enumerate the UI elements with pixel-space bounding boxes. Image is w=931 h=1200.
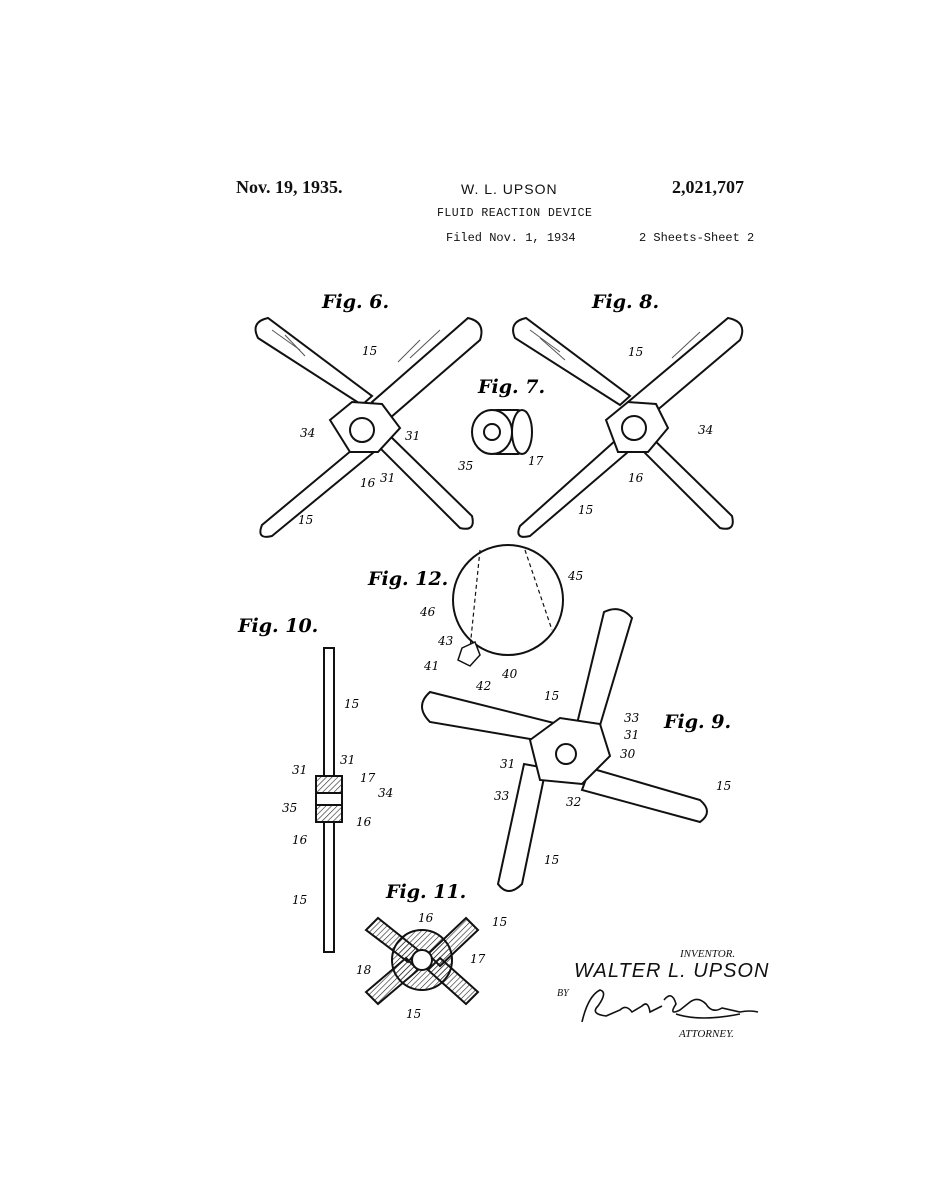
ref-46: 46: [419, 605, 436, 619]
ref-31-fig9-right: 31: [624, 728, 639, 742]
fig-6-label: Fig. 6.: [321, 291, 389, 313]
inventor-name: WALTER L. UPSON: [574, 960, 770, 982]
ref-31-fig6-right: 31: [405, 429, 420, 443]
ref-15-fig6-bottom: 15: [298, 513, 313, 527]
attorney-signature: [581, 989, 759, 1023]
ref-43: 43: [437, 634, 454, 648]
ref-41: 41: [423, 659, 439, 673]
ref-15-fig8-top: 15: [628, 345, 643, 359]
ref-15-fig9-left: 15: [544, 689, 559, 703]
fig-12-label: Fig. 12.: [367, 568, 448, 590]
filing-date: Filed Nov. 1, 1934: [446, 231, 576, 245]
ref-15-fig10-top: 15: [344, 697, 359, 711]
ref-16-fig11: 16: [418, 911, 434, 925]
ref-15-fig9-right: 15: [716, 779, 731, 793]
ref-40: 40: [501, 667, 518, 681]
patent-title: FLUID REACTION DEVICE: [437, 207, 593, 220]
ref-15-fig9-bottom: 15: [544, 853, 559, 867]
ref-31-fig6-bottom: 31: [380, 471, 395, 485]
ref-33-fig9-top: 33: [624, 711, 640, 725]
ref-35-fig10: 35: [282, 801, 297, 815]
ref-15-fig10-bottom: 15: [292, 893, 307, 907]
ref-16-fig10-left: 16: [292, 833, 308, 847]
ref-15-fig11-top: 15: [492, 915, 507, 929]
figure-11-drawing: [364, 916, 480, 1006]
patent-number: 2,021,707: [672, 177, 744, 197]
ref-31-fig10-left: 31: [292, 763, 307, 777]
ref-16-fig10: 16: [356, 815, 372, 829]
ref-34-fig8: 34: [698, 423, 713, 437]
ref-17-fig10: 17: [360, 771, 376, 785]
figure-6-drawing: [254, 316, 483, 538]
sheet-count: 2 Sheets-Sheet 2: [639, 231, 755, 245]
ref-42: 42: [475, 679, 491, 693]
figure-7-drawing: [471, 409, 533, 455]
patent-date: Nov. 19, 1935.: [236, 177, 343, 197]
ref-32-fig9: 32: [566, 795, 581, 809]
ref-15-fig6-top: 15: [362, 344, 377, 358]
ref-31-fig10-right: 31: [340, 753, 355, 767]
fig-9-label: Fig. 9.: [663, 711, 731, 733]
figure-10-drawing: [315, 647, 343, 953]
figure-9-drawing: [421, 608, 708, 892]
ref-17-fig11: 17: [470, 952, 486, 966]
ref-15-fig8-bottom: 15: [578, 503, 593, 517]
ref-16-fig8: 16: [628, 471, 644, 485]
ref-34-fig10: 34: [378, 786, 393, 800]
inventor-caption: INVENTOR.: [680, 948, 736, 960]
by-label: BY: [557, 988, 569, 999]
figure-8-drawing: [512, 316, 744, 538]
attorney-caption: ATTORNEY.: [679, 1028, 734, 1040]
figure-12-drawing: [452, 544, 564, 667]
fig-10-label: Fig. 10.: [237, 615, 318, 637]
ref-15-fig11-bottom: 15: [406, 1007, 421, 1021]
ref-18-fig11: 18: [356, 963, 372, 977]
fig-11-label: Fig. 11.: [385, 881, 466, 903]
ref-33-fig9-bottom: 33: [494, 789, 510, 803]
ref-35-fig7: 35: [458, 459, 473, 473]
ref-31-fig9-left: 31: [500, 757, 515, 771]
ref-17-fig7: 17: [528, 454, 544, 468]
inventor-header: W. L. UPSON: [461, 181, 558, 197]
ref-45: 45: [567, 569, 583, 583]
fig-8-label: Fig. 8.: [591, 291, 659, 313]
ref-30-fig9: 30: [620, 747, 636, 761]
ref-16-fig6: 16: [360, 476, 376, 490]
fig-7-label: Fig. 7.: [477, 376, 545, 398]
ref-34-fig6: 34: [300, 426, 315, 440]
